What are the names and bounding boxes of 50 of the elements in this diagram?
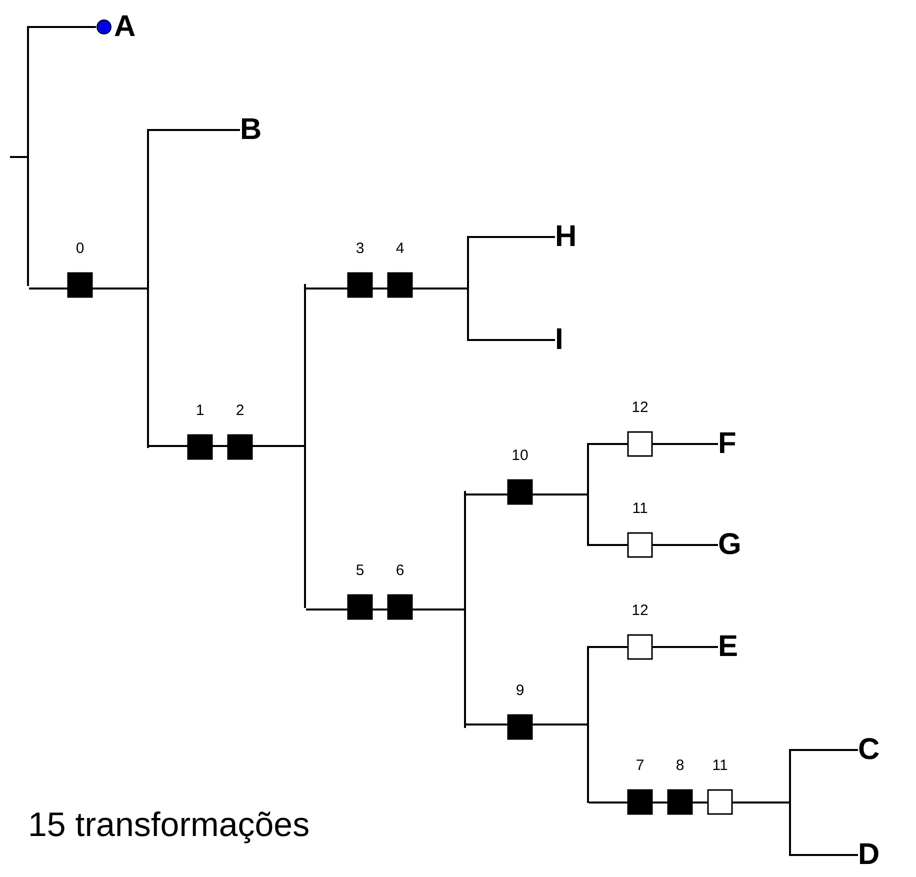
branch-line <box>469 339 555 341</box>
taxon-label: F <box>718 428 736 460</box>
branch-line <box>149 129 240 131</box>
branch-line <box>469 236 555 238</box>
branch-line <box>587 443 589 546</box>
branch-line <box>464 491 466 728</box>
character-number: 1 <box>196 403 204 419</box>
branch-line <box>29 26 96 28</box>
character-number: 12 <box>632 400 648 416</box>
character-number: 2 <box>236 403 244 419</box>
character-number: 7 <box>636 758 644 774</box>
taxon-label: I <box>555 324 564 356</box>
taxon-label: A <box>114 11 136 43</box>
branch-line <box>466 494 587 496</box>
branch-line <box>589 802 789 804</box>
character-number: 8 <box>676 758 684 774</box>
character-number: 6 <box>396 563 404 579</box>
taxon-label: G <box>718 529 742 561</box>
branch-line <box>587 646 589 803</box>
branch-line <box>304 284 306 608</box>
character-number: 5 <box>356 563 364 579</box>
branch-line <box>29 288 147 290</box>
branch-line <box>306 608 464 610</box>
caption: 15 transformações <box>28 806 310 844</box>
branch-line <box>791 854 858 856</box>
branch-line <box>147 129 149 448</box>
character-number: 3 <box>356 241 364 257</box>
character-number: 12 <box>632 603 648 619</box>
character-number: 11 <box>632 501 648 517</box>
character-number: 11 <box>712 758 728 774</box>
branch-line <box>589 544 718 546</box>
taxon-label: E <box>718 631 738 663</box>
character-number: 10 <box>512 448 528 464</box>
taxon-label: C <box>858 734 880 766</box>
branch-line <box>27 26 29 286</box>
branch-line <box>466 724 587 726</box>
branch-line <box>589 646 718 648</box>
branch-line <box>791 749 858 751</box>
branch-line <box>789 749 791 856</box>
branch-line <box>10 156 27 158</box>
character-number: 9 <box>516 683 524 699</box>
character-number: 4 <box>396 241 404 257</box>
taxon-label: D <box>858 839 880 871</box>
branch-line <box>149 445 304 447</box>
branch-line <box>467 236 469 341</box>
character-number: 0 <box>76 241 84 257</box>
taxon-label: H <box>555 221 577 253</box>
taxon-label: B <box>240 114 262 146</box>
branch-line <box>589 443 718 445</box>
branch-line <box>306 288 467 290</box>
